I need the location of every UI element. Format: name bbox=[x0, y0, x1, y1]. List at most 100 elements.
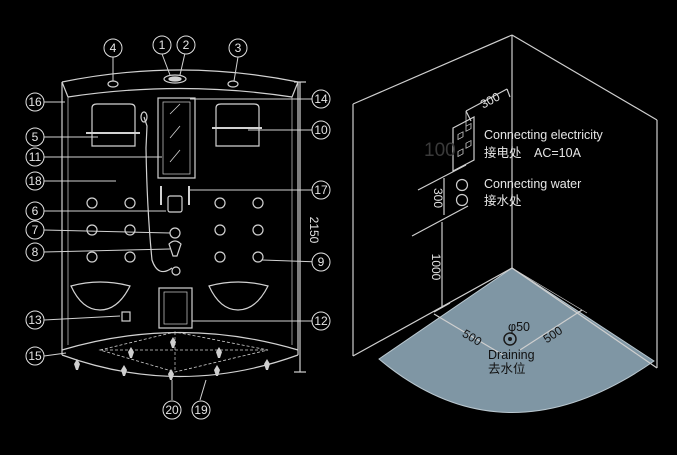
callout-17: 17 bbox=[311, 180, 331, 200]
control-panel bbox=[157, 97, 196, 179]
floor-dim-right-ext bbox=[511, 267, 588, 314]
callout-4: 4 bbox=[103, 38, 123, 58]
water-inlet-2 bbox=[455, 193, 469, 207]
svg-text:11: 11 bbox=[29, 150, 42, 164]
massage-jet bbox=[86, 197, 98, 209]
electricity-label-cn: 接电处 bbox=[484, 145, 522, 160]
svg-text:9: 9 bbox=[318, 255, 325, 269]
top-light-right bbox=[227, 80, 239, 88]
massage-jet bbox=[86, 251, 98, 263]
installation-diagram: 100 Connecting electricity 接电处 AC=10A Co… bbox=[352, 34, 658, 413]
socket-hole-4 bbox=[465, 139, 472, 149]
hand-shower-head bbox=[140, 111, 148, 123]
panel-reflection-1 bbox=[169, 103, 181, 115]
svg-text:8: 8 bbox=[32, 245, 39, 259]
svg-text:2: 2 bbox=[183, 38, 190, 52]
callout-7: 7 bbox=[25, 220, 45, 240]
floor-height-dim: 1000 bbox=[429, 254, 443, 281]
roof-edge-right bbox=[291, 81, 299, 98]
svg-text:18: 18 bbox=[28, 174, 42, 188]
svg-text:5: 5 bbox=[32, 130, 39, 144]
callouts: 1 2 3 4 5 6 7 8 9 10 11 12 13 14 15 16 1… bbox=[25, 35, 331, 420]
callout-5: 5 bbox=[25, 127, 45, 147]
svg-text:6: 6 bbox=[32, 204, 39, 218]
callout-8: 8 bbox=[25, 242, 45, 262]
dim-300-top-tick-a bbox=[465, 110, 472, 122]
cabin-tray-front bbox=[61, 354, 299, 378]
drain-hole bbox=[503, 332, 517, 346]
rain-shower-head bbox=[163, 74, 187, 84]
dim-300-top-tick-b bbox=[506, 88, 511, 98]
rain-shower-head-inner bbox=[168, 76, 182, 82]
electricity-label-en: Connecting electricity bbox=[484, 128, 604, 142]
callout-2: 2 bbox=[176, 35, 196, 55]
callout-leaders bbox=[43, 52, 321, 401]
massage-jet bbox=[252, 251, 264, 263]
foot-nozzle bbox=[264, 359, 270, 370]
callout-12: 12 bbox=[311, 311, 331, 331]
callout-19: 19 bbox=[191, 400, 211, 420]
callout-14: 14 bbox=[311, 89, 331, 109]
massage-jets bbox=[86, 197, 264, 263]
callout-10: 10 bbox=[311, 120, 331, 140]
svg-text:7: 7 bbox=[32, 223, 39, 237]
foot-nozzle bbox=[216, 347, 222, 358]
massage-jet bbox=[252, 197, 264, 209]
massage-jet bbox=[214, 224, 226, 236]
small-switch bbox=[121, 311, 131, 322]
water-label-en: Connecting water bbox=[484, 177, 581, 191]
svg-text:20: 20 bbox=[165, 403, 179, 417]
massage-jet bbox=[86, 224, 98, 236]
drain-label-cn: 去水位 bbox=[488, 361, 526, 376]
drain-label-en: Draining bbox=[488, 348, 535, 362]
callout-20: 20 bbox=[162, 400, 182, 420]
wall-left-bottom bbox=[352, 267, 513, 357]
water-inlet-1 bbox=[455, 178, 469, 192]
svg-text:15: 15 bbox=[28, 349, 42, 363]
svg-text:4: 4 bbox=[110, 41, 117, 55]
massage-jet bbox=[252, 224, 264, 236]
socket-hole-1 bbox=[457, 131, 464, 141]
panel-reflection-3 bbox=[169, 149, 181, 163]
foot-nozzles bbox=[74, 337, 270, 380]
top-light-left bbox=[107, 80, 119, 88]
callout-16: 16 bbox=[25, 92, 45, 112]
svg-text:3: 3 bbox=[235, 41, 242, 55]
electricity-spec: AC=10A bbox=[534, 146, 582, 160]
callout-18: 18 bbox=[25, 171, 45, 191]
massage-jet bbox=[214, 251, 226, 263]
dim-300-side-tick-bottom bbox=[411, 205, 469, 237]
diverter-knob bbox=[169, 227, 181, 239]
dim-300-side-tick-top bbox=[417, 164, 467, 191]
callout-11: 11 bbox=[25, 147, 45, 167]
wall-left-top bbox=[352, 34, 513, 105]
roof-edge-left bbox=[61, 81, 69, 98]
foot-nozzle bbox=[214, 365, 220, 376]
right-mirror bbox=[215, 103, 260, 147]
svg-text:17: 17 bbox=[314, 183, 328, 197]
dim-1000-tick-bottom bbox=[433, 302, 451, 313]
seat-box bbox=[158, 287, 193, 329]
massage-jet bbox=[124, 224, 136, 236]
faucet-knob bbox=[171, 266, 181, 276]
water-label-cn: 接水处 bbox=[484, 193, 522, 208]
callout-9: 9 bbox=[311, 252, 331, 272]
socket-hole-2 bbox=[465, 122, 472, 132]
dim-300-top-line bbox=[465, 88, 508, 112]
left-mirror bbox=[91, 103, 136, 147]
cabin-roof bbox=[61, 69, 299, 83]
massage-jet bbox=[124, 197, 136, 209]
ghost-number: 100 bbox=[424, 140, 456, 161]
seat-box-inner bbox=[163, 291, 188, 325]
drain-diameter: φ50 bbox=[508, 320, 530, 334]
height-dimension: 2150 bbox=[307, 217, 321, 244]
wall-right-bottom bbox=[511, 267, 658, 369]
foot-nozzle bbox=[170, 337, 176, 348]
callout-6: 6 bbox=[25, 201, 45, 221]
svg-text:19: 19 bbox=[194, 403, 208, 417]
floor-dim-left bbox=[433, 313, 504, 356]
callout-15: 15 bbox=[25, 346, 45, 366]
svg-text:10: 10 bbox=[314, 123, 328, 137]
left-basin bbox=[70, 281, 131, 311]
